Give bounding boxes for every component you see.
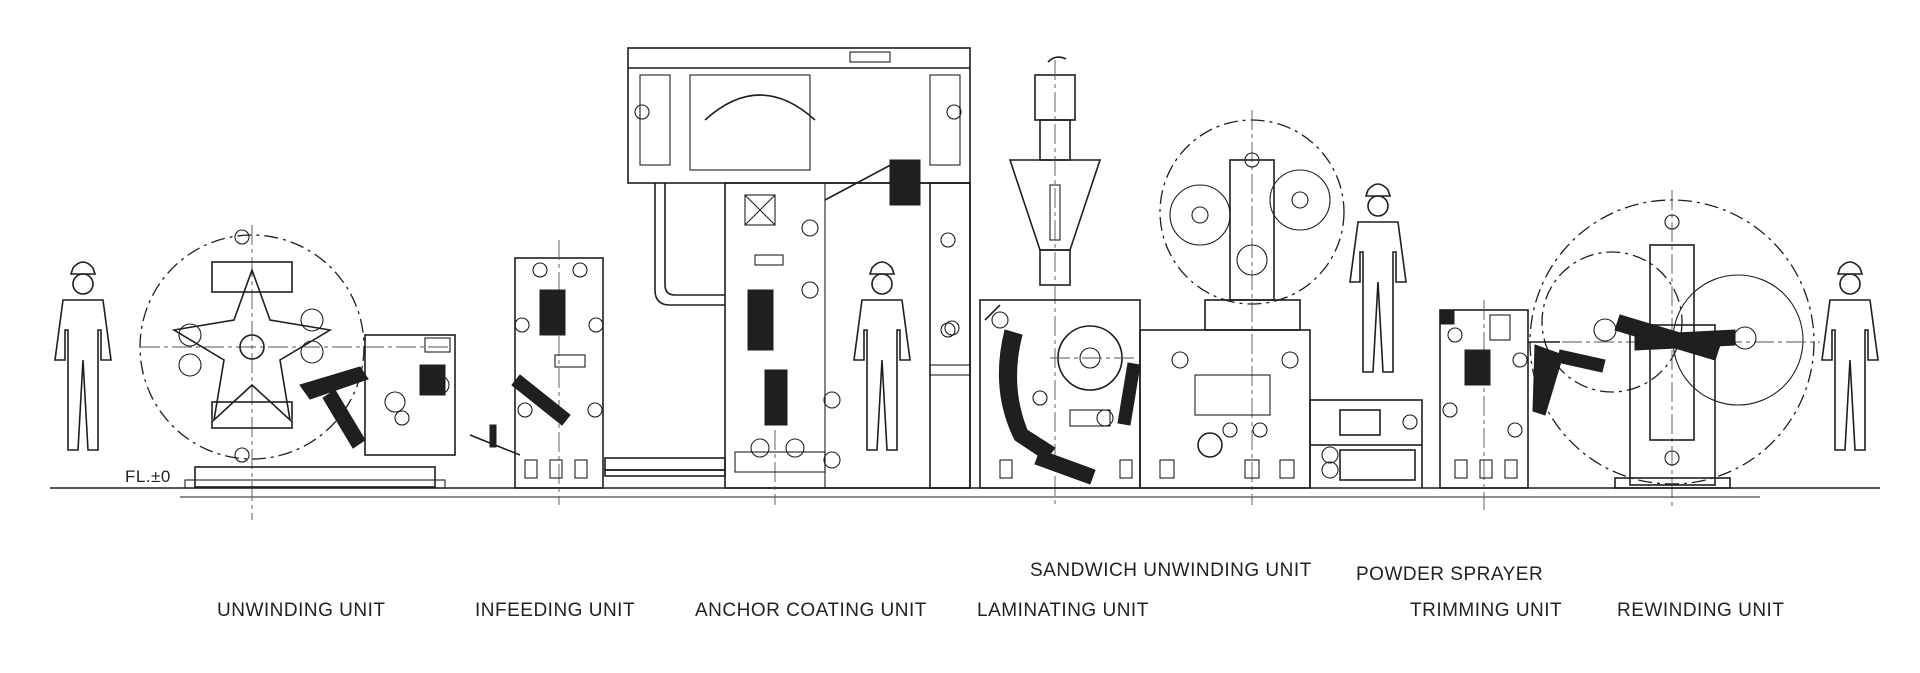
label-rewinding-unit: REWINDING UNIT [1617, 600, 1785, 621]
label-trimming-unit: TRIMMING UNIT [1410, 600, 1563, 621]
label-laminating-unit: LAMINATING UNIT [977, 600, 1149, 621]
infeeding-unit-drawing [511, 240, 604, 505]
label-anchor-coating-unit: ANCHOR COATING UNIT [695, 600, 927, 621]
worker-figure-2 [853, 261, 911, 451]
powder-sprayer-drawing [1309, 399, 1423, 488]
label-powder-sprayer: POWDER SPRAYER [1356, 564, 1544, 585]
anchor-coating-unit-drawing [627, 47, 971, 505]
web-bed-connector [604, 457, 726, 477]
worker-figure-3 [1349, 183, 1407, 373]
label-sandwich-unwinding-unit: SANDWICH UNWINDING UNIT [1030, 560, 1312, 581]
worker-figure-1 [54, 261, 112, 451]
label-unwinding-unit: UNWINDING UNIT [217, 600, 386, 621]
sandwich-unwinding-unit-drawing [1117, 110, 1345, 505]
label-infeeding-unit: INFEEDING UNIT [475, 600, 636, 621]
floor-line [50, 487, 1880, 498]
trimming-unit-drawing [1439, 300, 1564, 510]
worker-figure-4 [1821, 261, 1879, 451]
unwinding-unit-drawing [139, 225, 521, 520]
rewinding-unit-drawing [1528, 190, 1820, 510]
laminating-unit-drawing [944, 56, 1141, 505]
floor-level-label: FL.±0 [125, 467, 171, 486]
